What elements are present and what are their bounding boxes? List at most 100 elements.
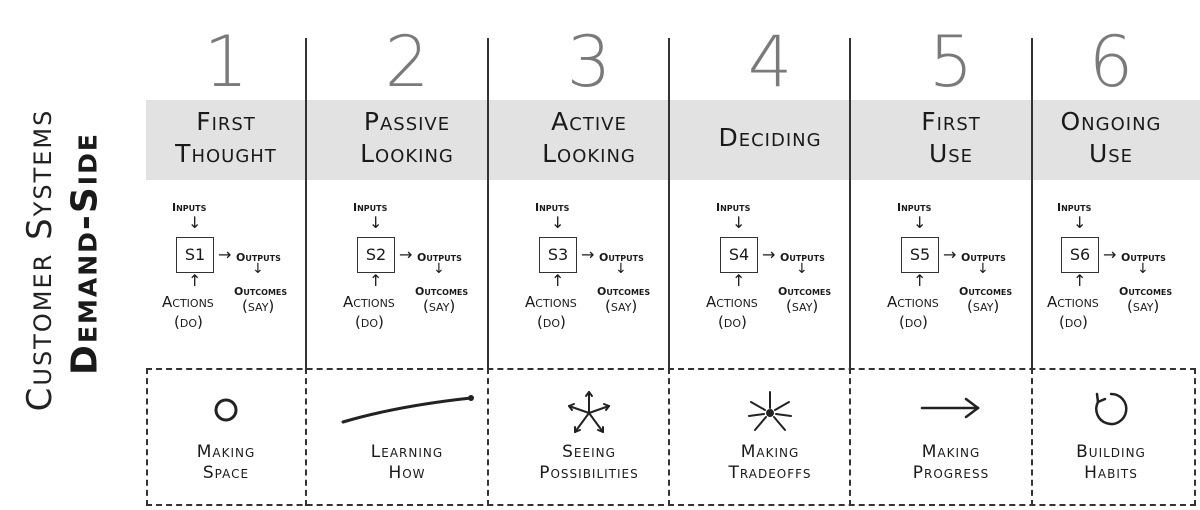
outcomes-label: Outcomes bbox=[234, 285, 288, 298]
divider bbox=[668, 38, 670, 368]
divider bbox=[1031, 368, 1033, 506]
loop-icon bbox=[1021, 380, 1200, 440]
say-label: (say) bbox=[1127, 297, 1160, 315]
circle-icon bbox=[136, 380, 316, 440]
job-box bbox=[146, 368, 1196, 506]
do-label: (do) bbox=[1059, 313, 1088, 331]
outputs-label: Outputs bbox=[236, 251, 281, 264]
outcomes-label: Outcomes bbox=[415, 285, 469, 298]
arrow-down-icon: ↓ bbox=[977, 261, 989, 277]
arrow-up-icon: ↑ bbox=[1073, 271, 1087, 290]
caption-line2: How bbox=[388, 463, 426, 483]
stage-number: 6 bbox=[1088, 21, 1134, 103]
say-label: (say) bbox=[605, 297, 638, 315]
stage-number: 4 bbox=[747, 21, 793, 103]
actions-label: Actions bbox=[525, 293, 577, 311]
caption-line1: Making bbox=[196, 442, 256, 462]
system-model: Inputs ↓ S2 → Outputs ↓ Outcomes (say) ↑… bbox=[337, 195, 517, 345]
arrow-right-icon bbox=[861, 380, 1041, 440]
stage-number: 2 bbox=[384, 21, 430, 103]
do-label: (do) bbox=[355, 313, 384, 331]
caption-line1: Making bbox=[921, 442, 981, 462]
do-label: (do) bbox=[718, 313, 747, 331]
stage-title-band bbox=[146, 100, 1200, 180]
arrow-up-icon: ↑ bbox=[913, 271, 927, 290]
stage-number: 5 bbox=[928, 21, 974, 103]
do-label: (do) bbox=[174, 313, 203, 331]
arrow-right-icon: → bbox=[399, 245, 413, 264]
caption-line2: Tradeoffs bbox=[728, 463, 812, 483]
stage-title-line2: Thought bbox=[175, 139, 277, 168]
say-label: (say) bbox=[786, 297, 819, 315]
divider bbox=[305, 368, 307, 506]
arrow-down-icon: ↓ bbox=[433, 261, 445, 277]
system-model: Inputs ↓ S4 → Outputs ↓ Outcomes (say) ↑… bbox=[700, 195, 880, 345]
caption-line2: Possibilities bbox=[539, 463, 639, 483]
outputs-label: Outputs bbox=[599, 251, 644, 264]
actions-label: Actions bbox=[1047, 293, 1099, 311]
divider bbox=[487, 368, 489, 506]
system-box: S4 bbox=[720, 237, 758, 273]
arrow-down-icon: ↓ bbox=[252, 261, 264, 277]
outputs-label: Outputs bbox=[780, 251, 825, 264]
inputs-label: Inputs bbox=[897, 201, 932, 214]
caption-line2: Space bbox=[202, 463, 250, 483]
inputs-label: Inputs bbox=[172, 201, 207, 214]
arrow-up-icon: ↑ bbox=[732, 271, 746, 290]
outputs-label: Outputs bbox=[1121, 251, 1166, 264]
system-model: Inputs ↓ S3 → Outputs ↓ Outcomes (say) ↑… bbox=[519, 195, 699, 345]
system-box: S5 bbox=[901, 237, 939, 273]
outputs-label: Outputs bbox=[961, 251, 1006, 264]
caption-line1: Seeing bbox=[562, 442, 616, 462]
arrow-down-icon: ↓ bbox=[369, 213, 383, 232]
side-label-demand-side: Demand-Side bbox=[64, 132, 106, 375]
caption-line2: Progress bbox=[912, 463, 990, 483]
stage-title-line2: Use bbox=[928, 139, 974, 168]
arrow-right-icon: → bbox=[762, 245, 776, 264]
system-model: Inputs ↓ S5 → Outputs ↓ Outcomes (say) ↑… bbox=[881, 195, 1061, 345]
inputs-label: Inputs bbox=[535, 201, 570, 214]
stage-title-line2: Looking bbox=[360, 139, 454, 168]
inputs-label: Inputs bbox=[353, 201, 388, 214]
say-label: (say) bbox=[967, 297, 1000, 315]
stage-4: 4 Deciding Inputs ↓ S4 → Outputs ↓ Outco… bbox=[680, 0, 860, 510]
outcomes-label: Outcomes bbox=[1119, 285, 1173, 298]
arrow-down-icon: ↓ bbox=[615, 261, 627, 277]
outputs-label: Outputs bbox=[417, 251, 462, 264]
arrow-down-icon: ↓ bbox=[732, 213, 746, 232]
outcomes-label: Outcomes bbox=[959, 285, 1013, 298]
stage-number: 3 bbox=[566, 21, 612, 103]
arrow-down-icon: ↓ bbox=[913, 213, 927, 232]
arrows-out-icon bbox=[499, 380, 679, 440]
inputs-label: Inputs bbox=[716, 201, 751, 214]
arrow-down-icon: ↓ bbox=[188, 213, 202, 232]
arrow-right-icon: → bbox=[218, 245, 232, 264]
caption-line1: Learning bbox=[370, 442, 444, 462]
system-model: Inputs ↓ S1 → Outputs ↓ Outcomes (say) ↑… bbox=[156, 195, 336, 345]
system-box: S3 bbox=[539, 237, 577, 273]
stage-title-line2: Use bbox=[1088, 139, 1134, 168]
stage-number: 1 bbox=[203, 21, 249, 103]
do-label: (do) bbox=[899, 313, 928, 331]
divider bbox=[849, 38, 851, 368]
divider bbox=[849, 368, 851, 506]
stage-title-line1: First bbox=[921, 107, 981, 136]
outcomes-label: Outcomes bbox=[778, 285, 832, 298]
caption-line1: Making bbox=[740, 442, 800, 462]
arrow-down-icon: ↓ bbox=[551, 213, 565, 232]
divider bbox=[668, 368, 670, 506]
actions-label: Actions bbox=[887, 293, 939, 311]
divider bbox=[305, 38, 307, 368]
caption-line2: Habits bbox=[1084, 463, 1138, 483]
inputs-label: Inputs bbox=[1057, 201, 1092, 214]
system-box: S6 bbox=[1061, 237, 1099, 273]
actions-label: Actions bbox=[162, 293, 214, 311]
